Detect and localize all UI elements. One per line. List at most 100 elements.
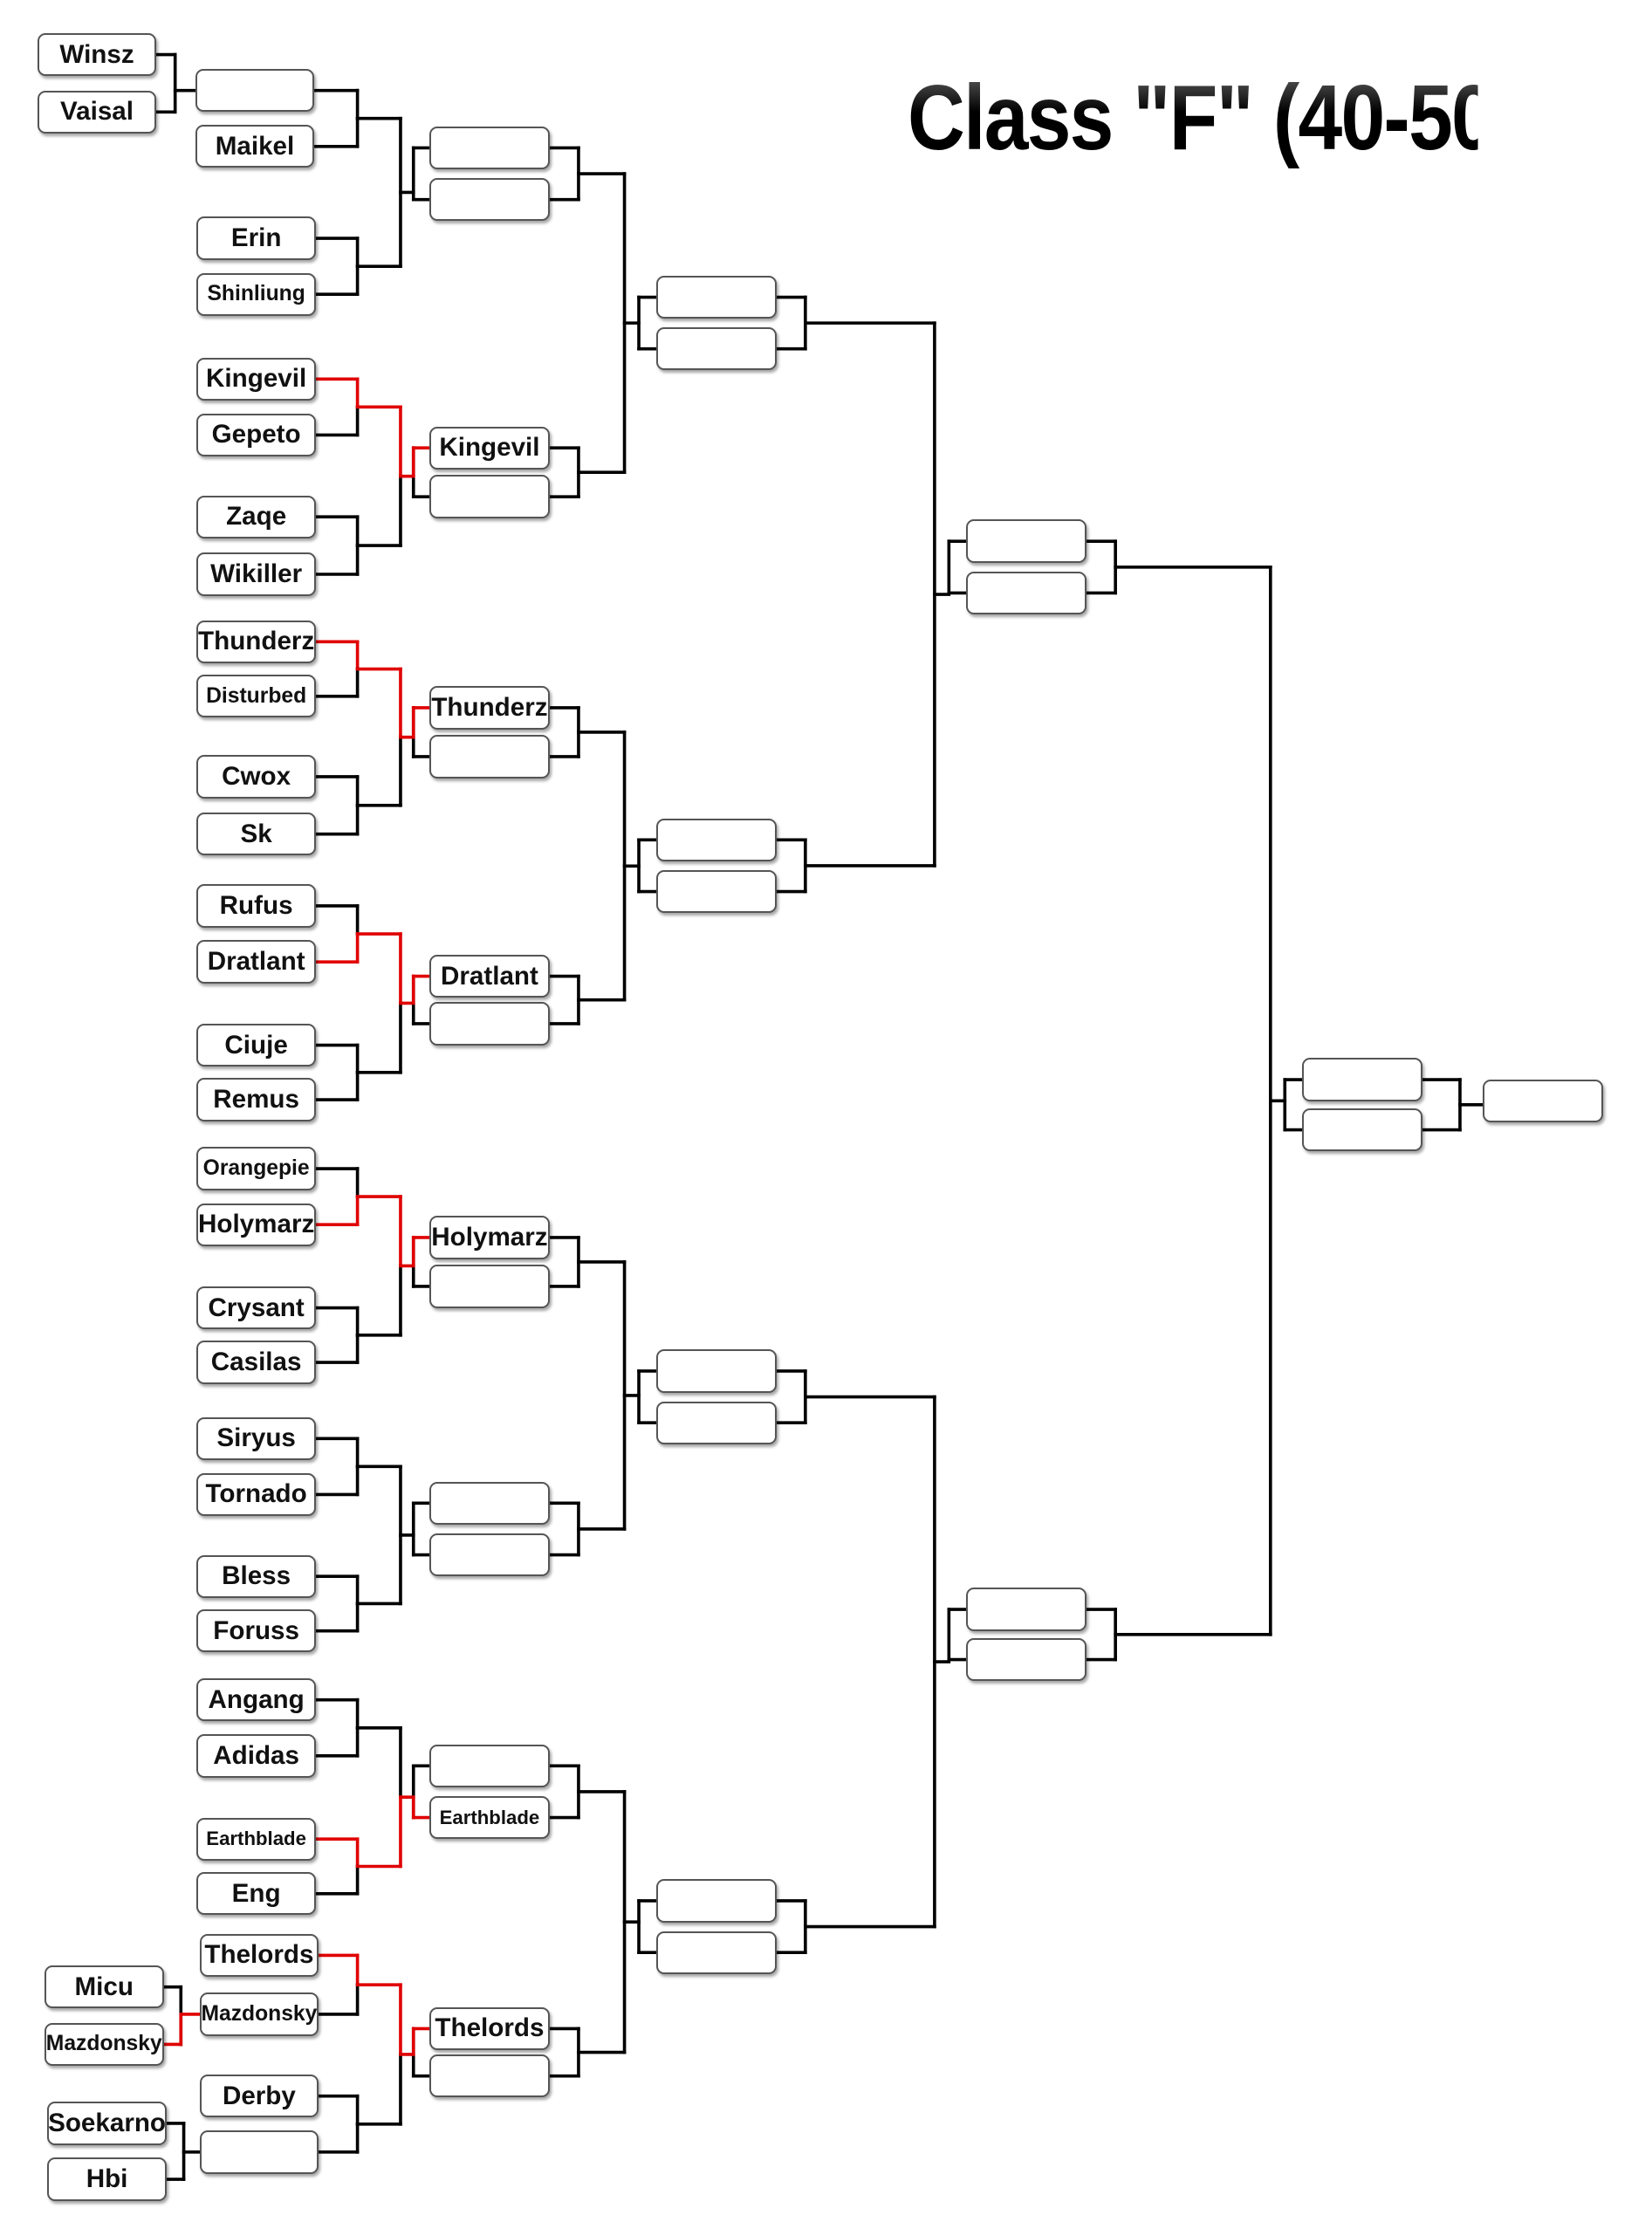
- round2-slot[interactable]: Bless: [196, 1554, 316, 1598]
- round6-slot[interactable]: [1302, 1108, 1423, 1152]
- round2-slot[interactable]: Siryus: [196, 1416, 316, 1460]
- round2-slot[interactable]: Mazdonsky: [199, 1992, 319, 2036]
- slot-label: Hbi: [86, 2164, 128, 2194]
- round2-slot[interactable]: Eng: [196, 1872, 316, 1916]
- round2-slot[interactable]: Crysant: [196, 1286, 316, 1330]
- round3-slot[interactable]: [428, 1002, 551, 1046]
- slot-label: Holymarz: [431, 1222, 548, 1252]
- round4-slot[interactable]: [655, 327, 777, 371]
- slot-label: Thelords: [204, 1940, 314, 1970]
- round3-slot[interactable]: [428, 126, 551, 170]
- slot-label: Thelords: [435, 2013, 545, 2043]
- round6-slot[interactable]: [1302, 1058, 1423, 1101]
- slot-label: Winsz: [59, 39, 134, 69]
- round2-slot[interactable]: Disturbed: [196, 675, 316, 718]
- page-title: Class "F" (40-50LvL): [908, 61, 1652, 175]
- slot-label: Gepeto: [211, 420, 301, 449]
- round5-slot[interactable]: [966, 1588, 1087, 1631]
- round1-slot[interactable]: Hbi: [47, 2157, 167, 2201]
- slot-label: Kingevil: [439, 433, 540, 463]
- slot-label: Cwox: [222, 761, 291, 791]
- slot-label: Thunderz: [431, 692, 548, 722]
- round2-slot[interactable]: [195, 68, 315, 113]
- round4-slot[interactable]: [655, 818, 777, 861]
- slot-label: Mazdonsky: [45, 2032, 162, 2056]
- slot-label: Earthblade: [206, 1828, 306, 1850]
- round1-slot[interactable]: Winsz: [37, 32, 157, 77]
- round2-slot[interactable]: Holymarz: [196, 1203, 316, 1246]
- round4-slot[interactable]: [655, 1931, 777, 1974]
- round2-slot[interactable]: Adidas: [196, 1734, 316, 1778]
- slot-label: Derby: [222, 2081, 296, 2110]
- slot-label: Holymarz: [197, 1210, 315, 1239]
- slot-label: Zaqe: [226, 502, 287, 532]
- round5-slot[interactable]: [966, 519, 1087, 563]
- round3-slot[interactable]: Thelords: [428, 2006, 551, 2051]
- round2-slot[interactable]: Orangepie: [196, 1147, 316, 1190]
- slot-label: Dratlant: [440, 961, 538, 991]
- round3-slot[interactable]: [428, 2054, 551, 2098]
- round2-slot[interactable]: Maikel: [195, 125, 315, 168]
- round2-slot[interactable]: Derby: [199, 2075, 319, 2118]
- round1-slot[interactable]: Mazdonsky: [44, 2022, 164, 2067]
- round2-slot[interactable]: Wikiller: [196, 552, 316, 596]
- round2-slot[interactable]: [199, 2130, 319, 2174]
- round2-slot[interactable]: Thunderz: [196, 620, 316, 663]
- round2-slot[interactable]: Gepeto: [196, 413, 316, 457]
- round3-slot[interactable]: [428, 1265, 551, 1308]
- slot-label: Sk: [240, 819, 272, 848]
- round1-slot[interactable]: Soekarno: [47, 2102, 167, 2145]
- round3-slot[interactable]: Thunderz: [428, 686, 551, 730]
- round2-slot[interactable]: Angang: [196, 1678, 316, 1722]
- round2-slot[interactable]: Ciuje: [196, 1023, 316, 1067]
- slot-label: Remus: [213, 1085, 299, 1114]
- round1-slot[interactable]: Vaisal: [37, 90, 157, 134]
- round4-slot[interactable]: [655, 869, 777, 914]
- round2-slot[interactable]: Foruss: [196, 1609, 316, 1653]
- round2-slot[interactable]: Rufus: [196, 884, 316, 928]
- round3-slot[interactable]: Holymarz: [428, 1216, 551, 1259]
- slot-label: Kingevil: [206, 364, 307, 394]
- round3-slot[interactable]: Dratlant: [428, 954, 551, 998]
- round2-slot[interactable]: Earthblade: [196, 1817, 316, 1861]
- round2-slot[interactable]: Zaqe: [196, 495, 316, 538]
- slot-label: Soekarno: [48, 2108, 167, 2137]
- round3-slot[interactable]: [428, 1533, 551, 1577]
- slot-label: Dratlant: [207, 947, 305, 977]
- round2-slot[interactable]: Tornado: [196, 1472, 316, 1517]
- champion-slot[interactable]: [1483, 1080, 1604, 1123]
- slot-label: Siryus: [216, 1423, 296, 1453]
- round2-slot[interactable]: Kingevil: [196, 357, 316, 401]
- round5-slot[interactable]: [966, 1637, 1087, 1682]
- round2-slot[interactable]: Thelords: [199, 1933, 319, 1978]
- round3-slot[interactable]: Earthblade: [428, 1795, 551, 1840]
- round1-slot[interactable]: Micu: [44, 1965, 164, 2009]
- round3-slot[interactable]: [428, 177, 551, 222]
- slot-label: Crysant: [208, 1293, 305, 1322]
- round4-slot[interactable]: [655, 275, 777, 319]
- round4-slot[interactable]: [655, 1401, 777, 1444]
- slot-label: Rufus: [219, 890, 293, 920]
- round3-slot[interactable]: [428, 1481, 551, 1525]
- round2-slot[interactable]: Cwox: [196, 755, 316, 799]
- round3-slot[interactable]: [428, 735, 551, 778]
- round4-slot[interactable]: [655, 1349, 777, 1393]
- round5-slot[interactable]: [966, 571, 1087, 615]
- round3-slot[interactable]: Kingevil: [428, 426, 551, 470]
- round4-slot[interactable]: [655, 1879, 777, 1923]
- round2-slot[interactable]: Sk: [196, 813, 316, 856]
- slot-label: Casilas: [210, 1348, 302, 1377]
- slot-label: Adidas: [213, 1740, 299, 1770]
- round2-slot[interactable]: Remus: [196, 1078, 316, 1121]
- slot-label: Shinliung: [207, 282, 305, 306]
- round2-slot[interactable]: Erin: [196, 216, 316, 260]
- slot-label: Angang: [208, 1684, 305, 1714]
- slot-label: Ciuje: [224, 1030, 288, 1060]
- round3-slot[interactable]: [428, 1744, 551, 1788]
- round2-slot[interactable]: Dratlant: [196, 940, 316, 984]
- slot-label: Disturbed: [206, 683, 307, 708]
- round2-slot[interactable]: Casilas: [196, 1341, 316, 1384]
- round2-slot[interactable]: Shinliung: [196, 272, 316, 316]
- round3-slot[interactable]: [428, 475, 551, 518]
